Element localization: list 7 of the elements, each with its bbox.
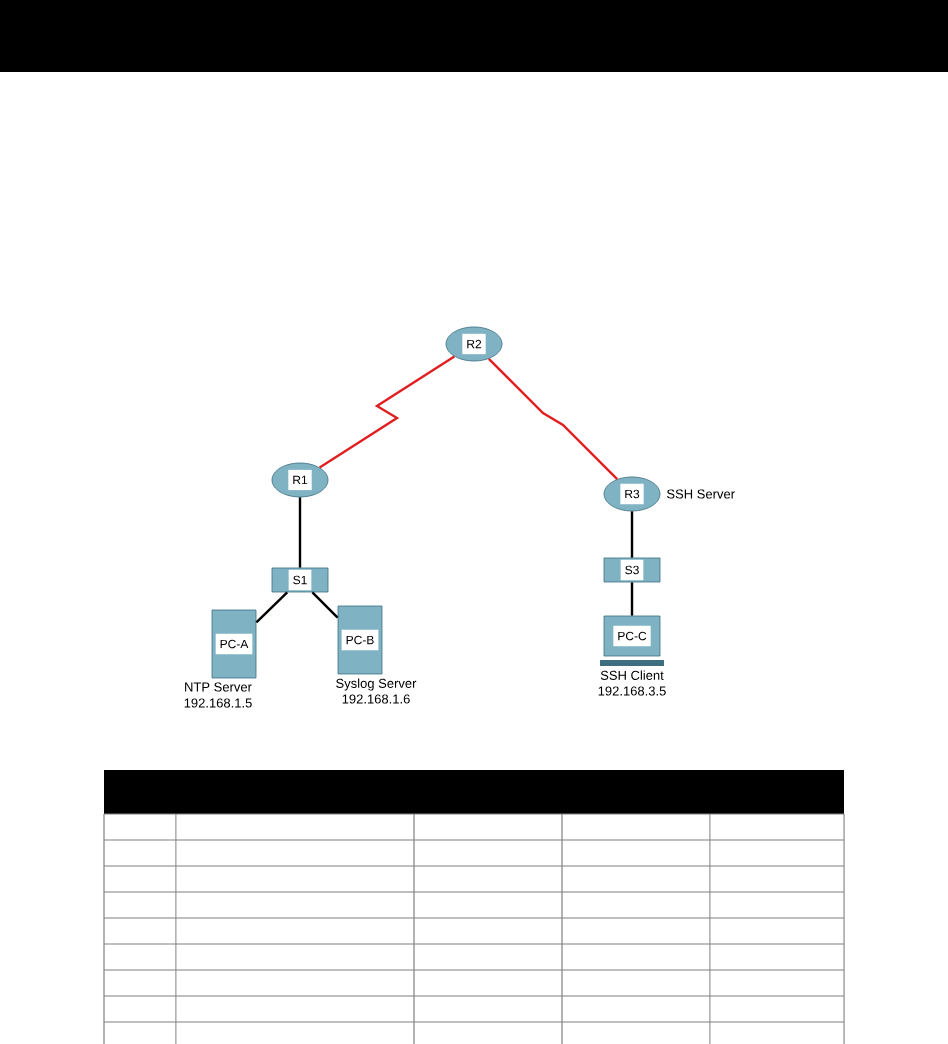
ethernet-link [630,582,634,616]
ethernet-link [298,497,302,568]
ethernet-link [311,591,339,619]
serial-link [488,357,619,480]
ethernet-link [255,591,289,624]
ethernet-link [630,511,634,558]
serial-link [319,355,455,469]
